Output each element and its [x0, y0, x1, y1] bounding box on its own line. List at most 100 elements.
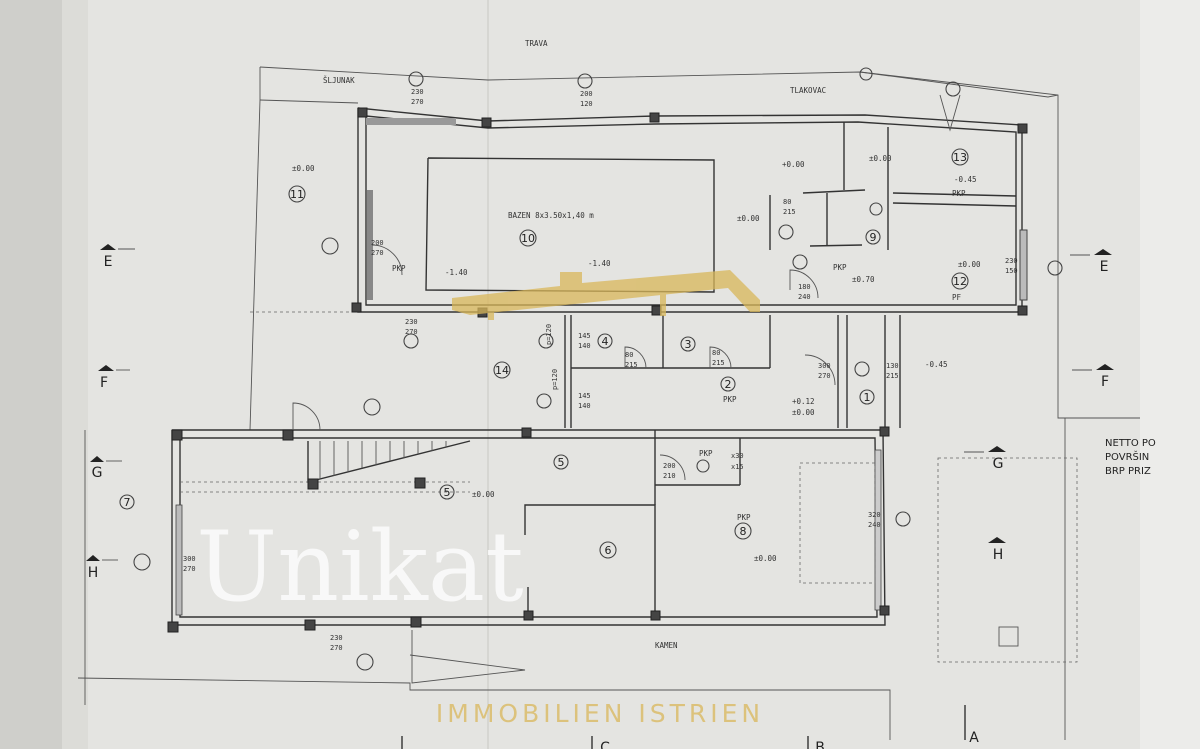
- dim: p=120: [545, 324, 553, 345]
- level-13: -0.45: [954, 175, 977, 184]
- paper-margin-right: [1140, 0, 1200, 749]
- dim: p=120: [551, 369, 559, 390]
- ramp: [409, 630, 526, 684]
- dim: 145: [578, 332, 591, 340]
- dim: 230: [330, 634, 343, 642]
- floor-code-2: PKP: [723, 395, 737, 404]
- dim: 140: [578, 342, 591, 350]
- site-boundary-top: [259, 66, 1140, 419]
- room-3: 3: [685, 338, 692, 351]
- column: [307, 478, 319, 490]
- pool-outline: [425, 157, 715, 293]
- column: [879, 605, 890, 616]
- level-9: ±0.70: [852, 275, 875, 284]
- dim: 200: [371, 239, 384, 247]
- wall-room-6: [524, 504, 656, 617]
- watermark-tagline: IMMOBILIEN ISTRIEN: [436, 699, 764, 728]
- section-h-right: H: [993, 547, 1004, 563]
- section-b: B: [815, 740, 825, 749]
- dim: 80: [712, 349, 720, 357]
- column: [481, 117, 492, 128]
- dim: 230: [411, 88, 424, 96]
- column: [282, 429, 294, 441]
- room-14: 14: [495, 364, 509, 377]
- level-5: ±0.00: [472, 490, 495, 499]
- room-7: 7: [124, 496, 131, 509]
- dim: x15: [731, 463, 744, 471]
- dim: 270: [411, 98, 424, 106]
- dim: 270: [818, 372, 831, 380]
- outdoor-area-outline: [937, 457, 1078, 663]
- section-g-left: G: [92, 465, 103, 481]
- room-5-lower: 5: [444, 486, 451, 499]
- dim: 215: [886, 372, 899, 380]
- section-f-right: F: [1101, 374, 1109, 390]
- dim: 120: [580, 100, 593, 108]
- door-3: [709, 346, 732, 369]
- level-10a: -1.40: [445, 268, 468, 277]
- door-4: [624, 346, 647, 369]
- column: [1017, 305, 1028, 316]
- lower-building-walls: [171, 429, 886, 626]
- staircase: [307, 440, 471, 483]
- dim: 140: [578, 402, 591, 410]
- outdoor-fixture: [998, 626, 1019, 647]
- column: [167, 621, 179, 633]
- dim: 270: [371, 249, 384, 257]
- label-stone: KAMEN: [655, 641, 678, 650]
- door-13-double: [939, 94, 961, 132]
- level-terrace-east: -0.45: [925, 360, 948, 369]
- light-fixtures: [133, 67, 1063, 671]
- room-2: 2: [725, 378, 732, 391]
- column: [304, 619, 316, 631]
- level-hall: ±0.00: [869, 154, 892, 163]
- level-entry-b: ±0.00: [792, 408, 815, 417]
- dim: 200: [663, 462, 676, 470]
- dim: 215: [783, 208, 796, 216]
- door-9: [789, 269, 819, 299]
- dim: 270: [330, 644, 343, 652]
- rug-outline: [799, 462, 876, 584]
- door-entry: [804, 354, 836, 386]
- column: [414, 477, 426, 489]
- door-storage: [659, 454, 686, 481]
- section-h-left: H: [88, 565, 99, 581]
- dimension-labels: 230 270 200 120 200 270 80 215 180 240 2…: [183, 88, 1018, 652]
- dim: 145: [578, 392, 591, 400]
- window-west-10: [367, 190, 373, 300]
- column: [351, 302, 362, 313]
- dim: 300: [183, 555, 196, 563]
- wall: [892, 202, 1017, 207]
- site-boundary-left: [249, 67, 261, 431]
- section-markers: E E F F G G H H A C B: [86, 244, 1114, 749]
- section-g-right: G: [993, 456, 1004, 472]
- window-west-7: [175, 504, 183, 616]
- dim: 240: [798, 293, 811, 301]
- room-11: 11: [290, 188, 304, 201]
- floor-code-12: PF: [952, 293, 962, 302]
- column: [879, 426, 890, 437]
- dim: 230: [1005, 257, 1018, 265]
- dim: 270: [405, 328, 418, 336]
- dim: 180: [798, 283, 811, 291]
- room-8: 8: [740, 525, 747, 538]
- window-north-11: [366, 118, 456, 125]
- paper-margin-left: [62, 0, 88, 749]
- pool-label: BAZEN 8x3.50x1,40 m: [508, 211, 594, 220]
- room-numbers: 11 10 13 9 12 4 3 14 2 1 5 5 7 6 8: [119, 148, 969, 559]
- section-f-left: F: [100, 375, 108, 391]
- dim: 80: [783, 198, 791, 206]
- window-east-12: [1019, 229, 1028, 301]
- room-1: 1: [864, 391, 871, 404]
- room-6: 6: [605, 544, 612, 557]
- section-a: A: [969, 730, 979, 746]
- window-east-8: [874, 449, 882, 611]
- floor-code-11: PKP: [392, 264, 406, 273]
- column: [410, 616, 422, 628]
- dim: 130: [886, 362, 899, 370]
- side-note-line-2: POVRŠIN: [1105, 450, 1149, 463]
- dim: 320: [868, 511, 881, 519]
- level-8: ±0.00: [754, 554, 777, 563]
- dim: 80: [625, 351, 633, 359]
